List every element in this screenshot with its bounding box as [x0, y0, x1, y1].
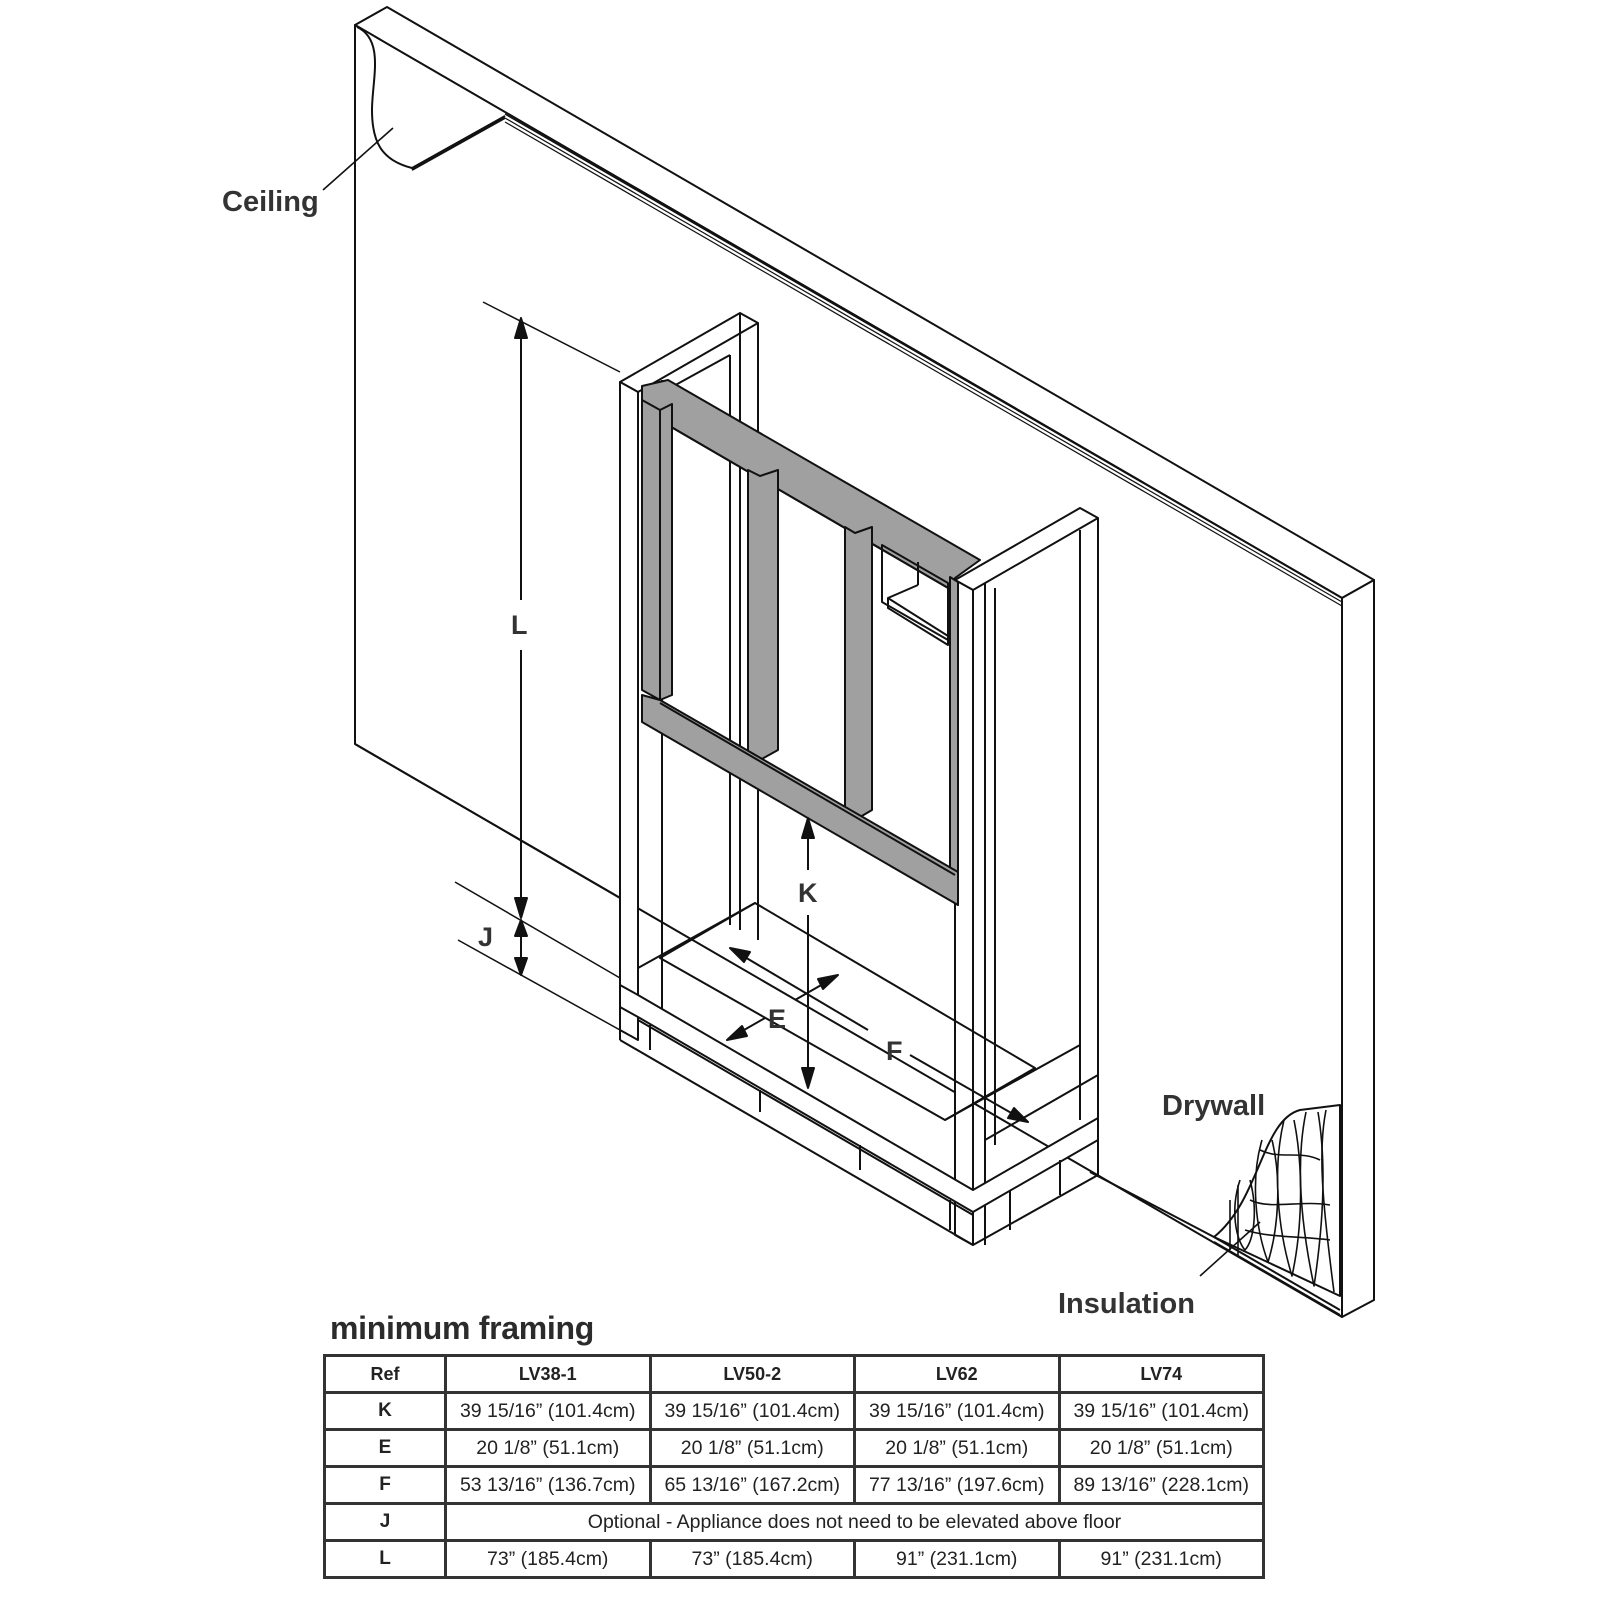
cell: 20 1/8” (51.1cm) — [648, 1428, 856, 1468]
row-ref: L — [323, 1539, 447, 1579]
cell: 20 1/8” (51.1cm) — [1057, 1428, 1265, 1468]
table-row: L 73” (185.4cm) 73” (185.4cm) 91” (231.1… — [323, 1539, 1265, 1579]
row-ref: J — [323, 1502, 447, 1542]
cell: 73” (185.4cm) — [648, 1539, 856, 1579]
cell: 39 15/16” (101.4cm) — [1057, 1391, 1265, 1431]
dimension-label-K: K — [798, 878, 818, 908]
cell: 39 15/16” (101.4cm) — [648, 1391, 856, 1431]
framing-box — [619, 312, 1099, 1246]
dimension-label-F: F — [886, 1036, 903, 1066]
cell: 65 13/16” (167.2cm) — [648, 1465, 856, 1505]
table-header-row: Ref LV38-1 LV50-2 LV62 LV74 — [323, 1354, 1265, 1394]
cell: 20 1/8” (51.1cm) — [853, 1428, 1061, 1468]
cell: 91” (231.1cm) — [1057, 1539, 1265, 1579]
cell: 39 15/16” (101.4cm) — [444, 1391, 652, 1431]
header-lv74: LV74 — [1057, 1354, 1265, 1394]
dimension-label-L: L — [511, 610, 528, 640]
cell: 91” (231.1cm) — [853, 1539, 1061, 1579]
dimension-label-J: J — [478, 922, 494, 952]
cell: 20 1/8” (51.1cm) — [444, 1428, 652, 1468]
cell: 39 15/16” (101.4cm) — [853, 1391, 1061, 1431]
framing-diagram — [322, 6, 1375, 1318]
table-row: F 53 13/16” (136.7cm) 65 13/16” (167.2cm… — [323, 1465, 1265, 1505]
header-lv38-1: LV38-1 — [444, 1354, 652, 1394]
table-row: E 20 1/8” (51.1cm) 20 1/8” (51.1cm) 20 1… — [323, 1428, 1265, 1468]
drywall-label: Drywall — [1162, 1090, 1266, 1122]
cell: 53 13/16” (136.7cm) — [444, 1465, 652, 1505]
table-row: J Optional - Appliance does not need to … — [323, 1502, 1265, 1542]
header-lv62: LV62 — [853, 1354, 1061, 1394]
minimum-framing-table: Ref LV38-1 LV50-2 LV62 LV74 K 39 15/16” … — [323, 1354, 1265, 1579]
ceiling-peel — [356, 26, 506, 171]
cell: 73” (185.4cm) — [444, 1539, 652, 1579]
dimension-label-E: E — [768, 1004, 787, 1034]
ceiling-label: Ceiling — [222, 186, 319, 218]
insulation-label: Insulation — [1058, 1288, 1195, 1320]
cell: 77 13/16” (197.6cm) — [853, 1465, 1061, 1505]
header-lv50-2: LV50-2 — [648, 1354, 856, 1394]
merged-cell: Optional - Appliance does not need to be… — [444, 1502, 1265, 1542]
insulation-cutaway — [1213, 1104, 1341, 1316]
header-ref: Ref — [323, 1354, 447, 1394]
row-ref: E — [323, 1428, 447, 1468]
cell: 89 13/16” (228.1cm) — [1057, 1465, 1265, 1505]
row-ref: K — [323, 1391, 447, 1431]
table-row: K 39 15/16” (101.4cm) 39 15/16” (101.4cm… — [323, 1391, 1265, 1431]
row-ref: F — [323, 1465, 447, 1505]
table-title: minimum framing — [330, 1310, 594, 1346]
